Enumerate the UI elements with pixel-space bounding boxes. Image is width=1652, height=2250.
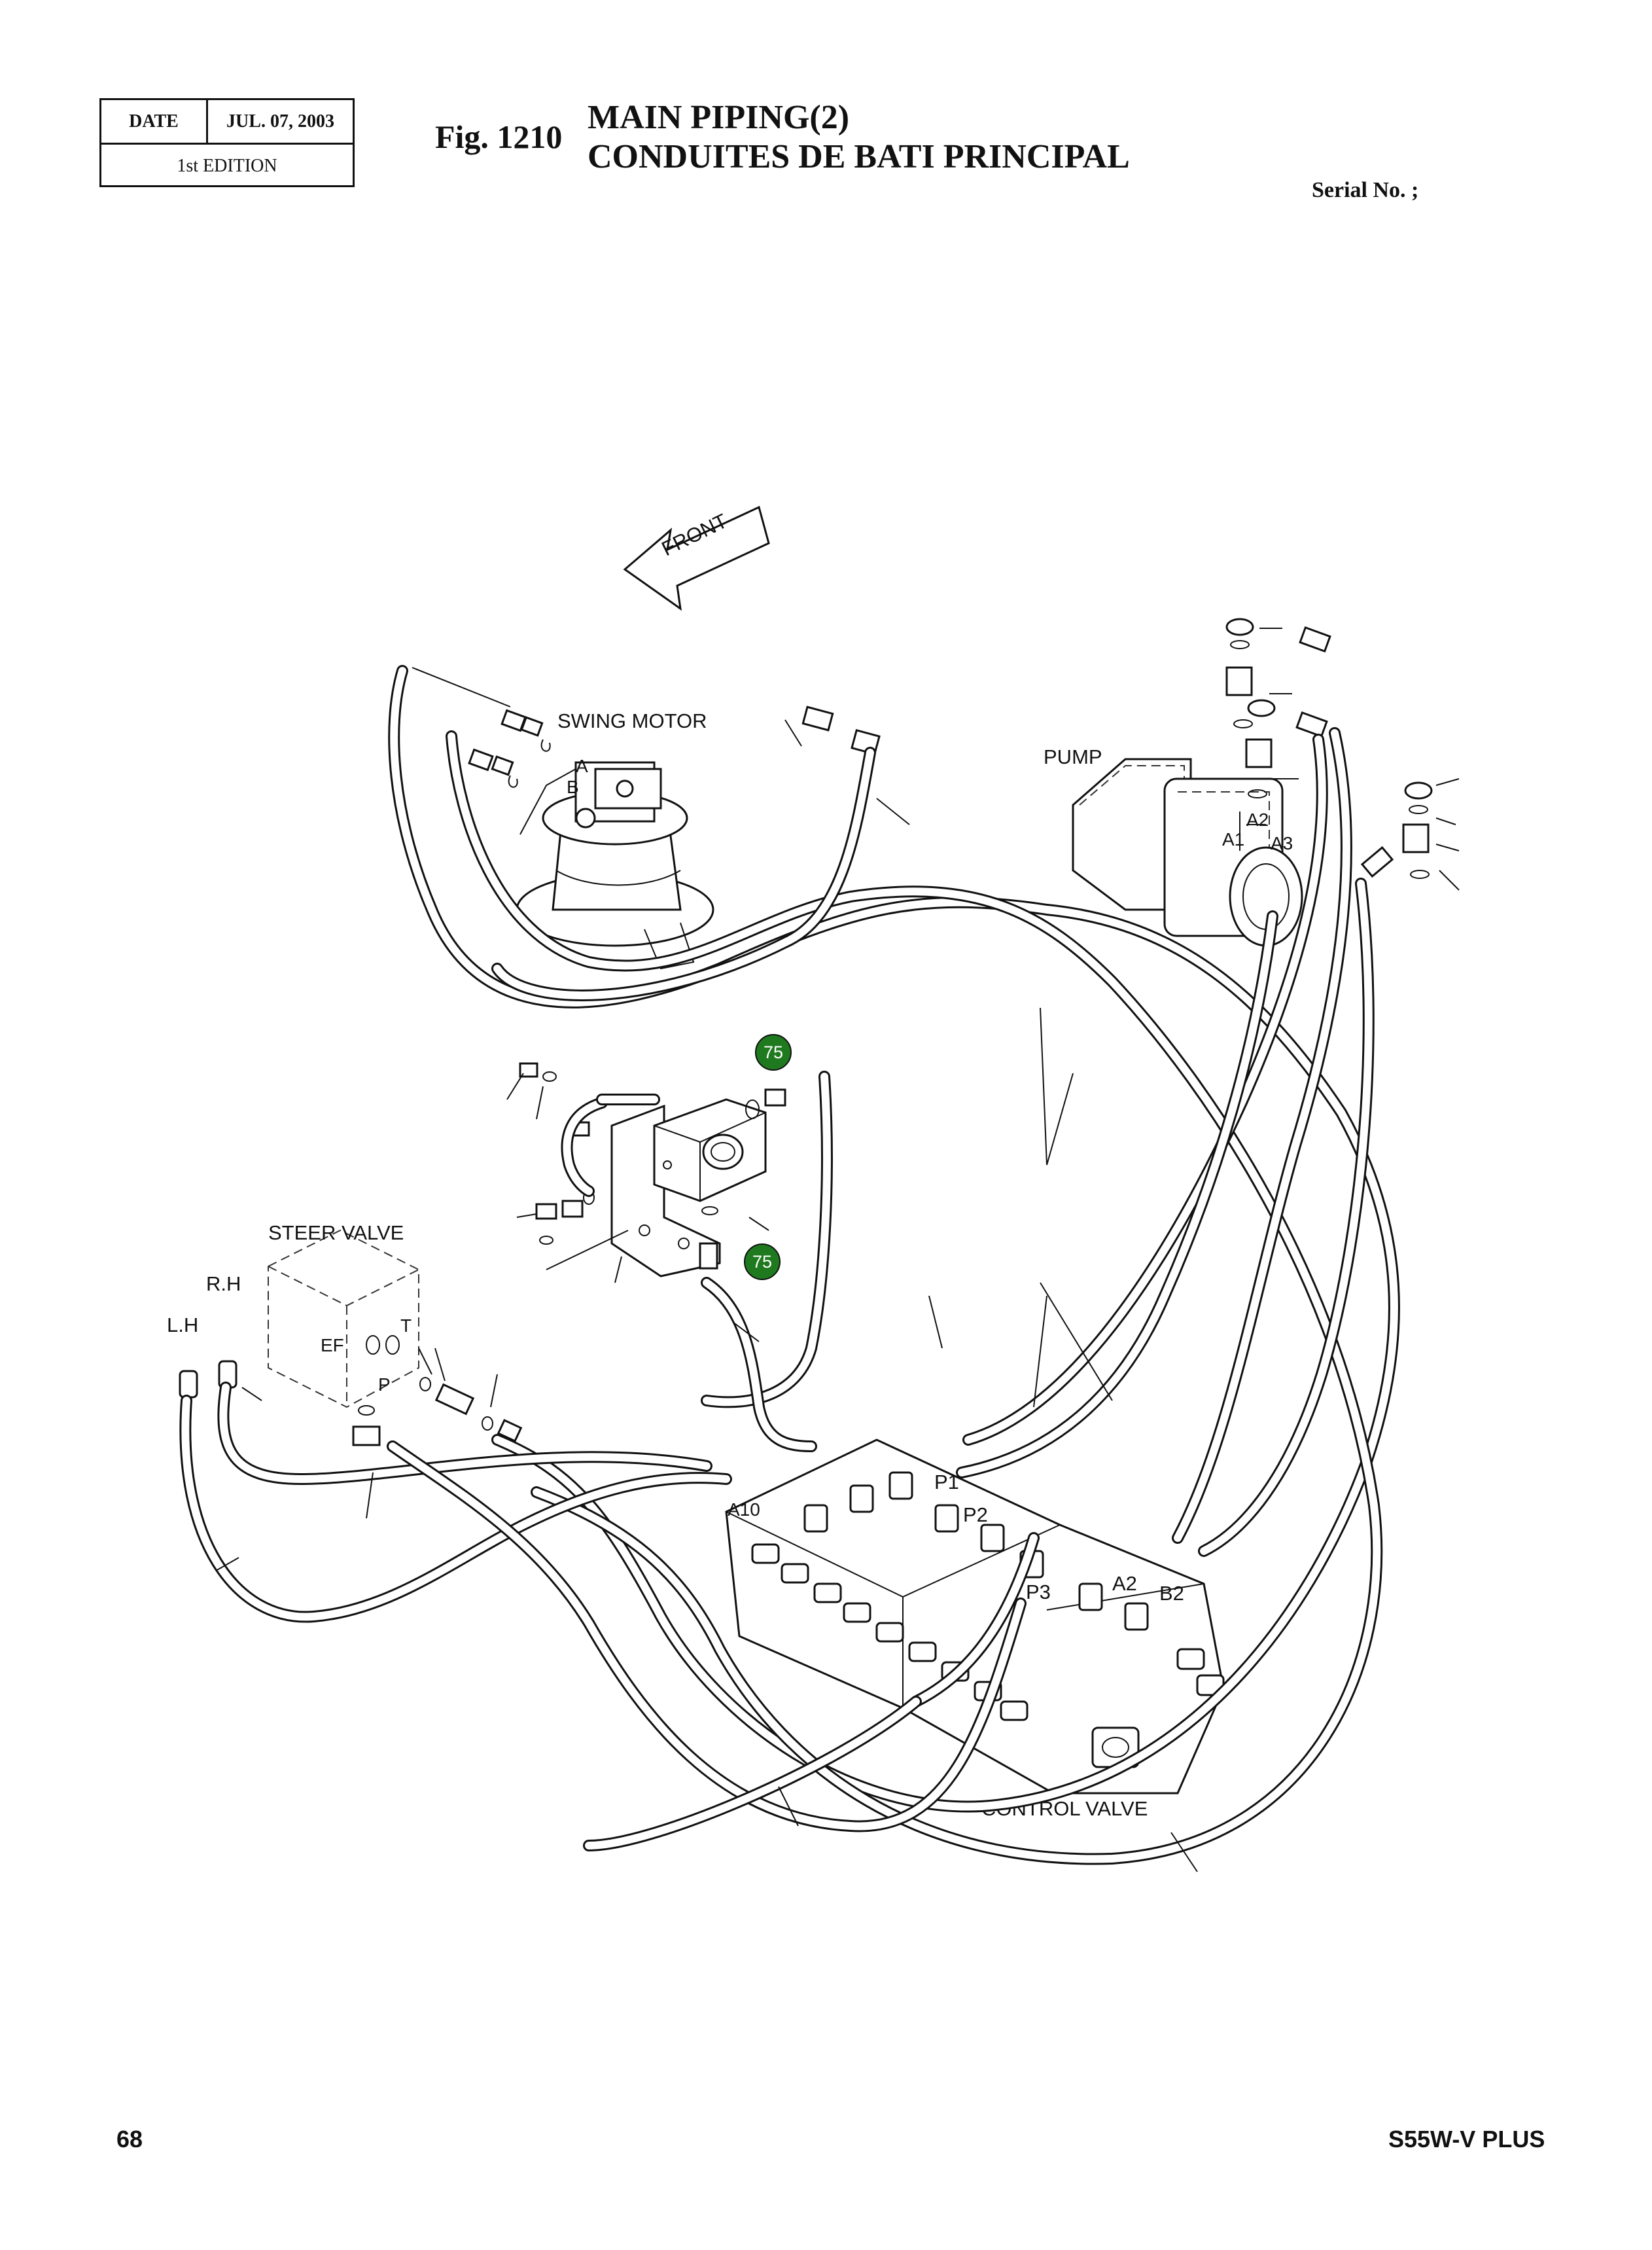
page-title-english: MAIN PIPING(2) bbox=[588, 99, 850, 136]
edition-label: 1st EDITION bbox=[177, 155, 277, 176]
steer-port-rh: R.H bbox=[206, 1272, 241, 1295]
revision-box-row: DATE JUL. 07, 2003 bbox=[101, 100, 353, 145]
control-valve bbox=[725, 1438, 1225, 1795]
mounting-bracket bbox=[610, 1098, 767, 1277]
steer-valve bbox=[268, 1229, 419, 1408]
model-name: S55W-V PLUS bbox=[1388, 2126, 1545, 2152]
date-value: JUL. 07, 2003 bbox=[226, 111, 334, 132]
swing-fittings bbox=[468, 705, 881, 835]
steer-valve-label: STEER VALVE bbox=[268, 1221, 404, 1244]
steer-port-t: T bbox=[400, 1315, 412, 1336]
steer-port-lh: L.H bbox=[167, 1313, 198, 1336]
pump bbox=[1072, 758, 1303, 947]
pump-label: PUMP bbox=[1044, 745, 1102, 768]
control-valve-spools bbox=[751, 1471, 1225, 1768]
cv-port-p1: P1 bbox=[934, 1471, 959, 1493]
pump-port-a1: A1 bbox=[1222, 829, 1244, 849]
swing-port-b: B bbox=[567, 777, 579, 797]
callout-75-bottom-circle bbox=[744, 1243, 781, 1280]
swing-motor bbox=[516, 761, 714, 970]
serial-number-label: Serial No. ; bbox=[1312, 178, 1419, 202]
callout-75-top: 75 bbox=[755, 1034, 792, 1071]
cv-port-a10: A10 bbox=[728, 1499, 760, 1520]
cv-port-a2: A2 bbox=[1112, 1572, 1137, 1595]
callout-75-top-circle bbox=[755, 1034, 792, 1071]
page-title-french: CONDUITES DE BATI PRINCIPAL bbox=[588, 138, 1130, 175]
steer-port-ef: EF bbox=[321, 1335, 344, 1355]
steer-fittings bbox=[179, 1348, 523, 1446]
steer-port-p: P bbox=[378, 1374, 391, 1395]
cv-port-b2: B2 bbox=[1159, 1582, 1184, 1605]
hoses bbox=[179, 665, 1400, 1865]
figure-number: Fig. 1210 bbox=[435, 118, 563, 155]
pump-fittings bbox=[1225, 618, 1460, 891]
callout-75-top-number: 75 bbox=[764, 1043, 783, 1062]
callout-75-bottom-number: 75 bbox=[752, 1252, 772, 1272]
pump-port-a3: A3 bbox=[1271, 833, 1293, 853]
leader-lines bbox=[215, 667, 1198, 1872]
cv-port-p3: P3 bbox=[1026, 1580, 1051, 1603]
swing-port-a: A bbox=[576, 756, 588, 776]
cv-port-p2: P2 bbox=[963, 1503, 988, 1526]
pump-port-a2: A2 bbox=[1246, 810, 1269, 830]
front-arrow: FRONT bbox=[623, 505, 770, 611]
callout-75-bottom: 75 bbox=[744, 1243, 781, 1280]
page-number: 68 bbox=[116, 2126, 143, 2152]
swing-motor-label: SWING MOTOR bbox=[557, 709, 707, 732]
revision-box: DATE JUL. 07, 2003 1st EDITION bbox=[99, 98, 355, 187]
date-label: DATE bbox=[101, 100, 208, 143]
